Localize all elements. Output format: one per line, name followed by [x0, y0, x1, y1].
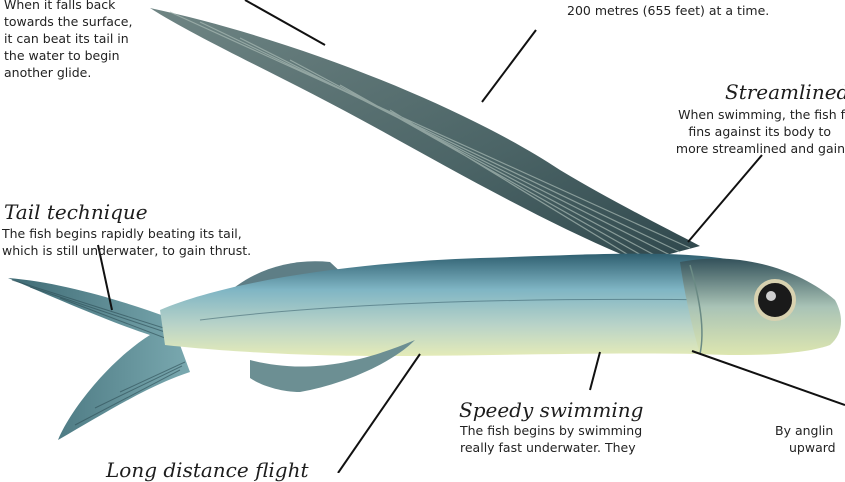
- glide-line-5: another glide.: [4, 64, 132, 81]
- glide-line-1: When it falls back: [4, 0, 132, 13]
- eye-icon: [756, 281, 794, 319]
- speedy-swimming-title: Speedy swimming: [459, 398, 643, 422]
- distance-callout: 200 metres (655 feet) at a time.: [567, 2, 769, 19]
- glide-line-3: it can beat its tail in: [4, 30, 132, 47]
- tail-technique-title: Tail technique: [4, 200, 148, 224]
- angling-callout: By anglin upward: [775, 422, 836, 456]
- angling-line-1: By anglin: [775, 422, 836, 439]
- fish-head: [680, 258, 841, 355]
- speedy-swimming-callout: The fish begins by swimming really fast …: [460, 422, 642, 456]
- speedy-line-2: really fast underwater. They: [460, 439, 642, 456]
- long-distance-flight-title: Long distance flight: [106, 458, 309, 482]
- tail-fin: [8, 278, 190, 440]
- pectoral-wing: [150, 8, 700, 262]
- streamlined-title: Streamlined: [725, 80, 845, 104]
- tail-line-1: The fish begins rapidly beating its tail…: [2, 225, 251, 242]
- tail-technique-callout: The fish begins rapidly beating its tail…: [2, 225, 251, 259]
- glide-callout: When it falls back towards the surface, …: [4, 0, 132, 81]
- streamlined-line-3: more streamlined and gain: [645, 140, 845, 157]
- tail-line-2: which is still underwater, to gain thrus…: [2, 242, 251, 259]
- streamlined-callout: When swimming, the fish f fins against i…: [645, 106, 845, 157]
- glide-line-2: towards the surface,: [4, 13, 132, 30]
- speedy-line-1: The fish begins by swimming: [460, 422, 642, 439]
- streamlined-line-2: fins against its body to: [645, 123, 845, 140]
- angling-line-2: upward: [775, 439, 836, 456]
- distance-line: 200 metres (655 feet) at a time.: [567, 2, 769, 19]
- streamlined-line-1: When swimming, the fish f: [645, 106, 845, 123]
- glide-line-4: the water to begin: [4, 47, 132, 64]
